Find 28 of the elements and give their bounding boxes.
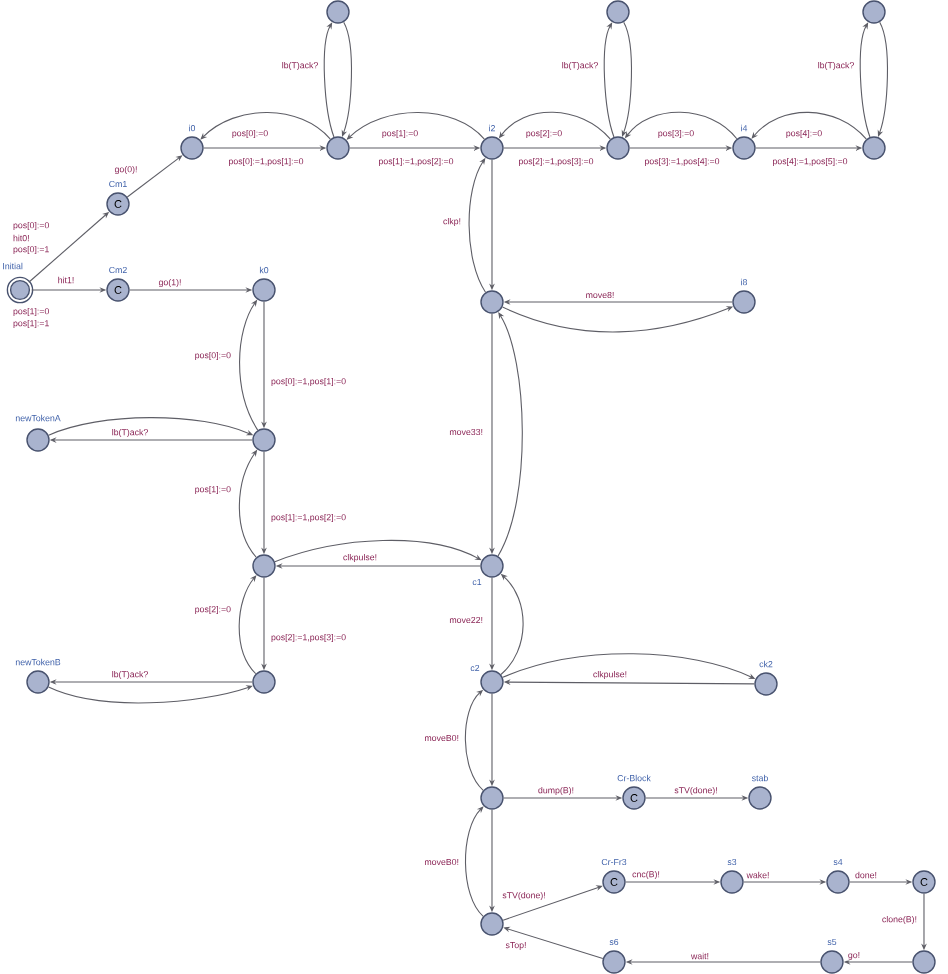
state-circle <box>862 0 886 24</box>
state-circle <box>326 136 350 160</box>
state-circle <box>252 670 276 694</box>
state-circle <box>606 136 630 160</box>
arrow <box>877 21 888 137</box>
arrow <box>238 575 257 675</box>
arrow <box>603 22 615 138</box>
arrow <box>200 111 331 140</box>
arrow <box>621 21 632 137</box>
arrow <box>346 112 485 140</box>
state-circle <box>912 950 936 974</box>
arrow <box>751 111 867 140</box>
state-circle <box>480 786 504 810</box>
arrow <box>464 806 484 917</box>
arrow <box>48 685 253 704</box>
state-circle <box>252 428 276 452</box>
arrow <box>323 22 335 138</box>
arrow <box>859 22 871 138</box>
arrow <box>502 885 603 921</box>
arrow <box>341 21 352 137</box>
state-circle <box>252 554 276 578</box>
arrow <box>274 539 482 563</box>
state-circle <box>480 912 504 936</box>
state-circle <box>326 0 350 24</box>
state-circle <box>606 0 630 24</box>
state-circle <box>862 136 886 160</box>
arrow <box>126 155 183 198</box>
state-circle <box>480 290 504 314</box>
